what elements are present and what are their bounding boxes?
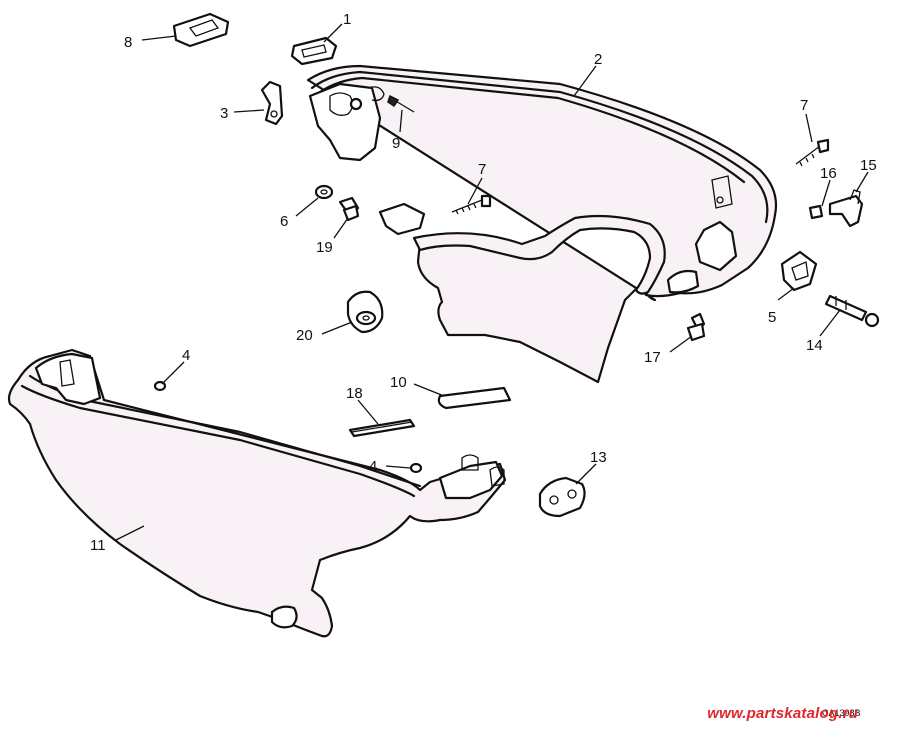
callout-19: 19 xyxy=(316,239,333,256)
leader-20 xyxy=(321,321,353,335)
callout-14: 14 xyxy=(806,337,823,354)
part-5-bracket xyxy=(780,250,818,292)
part-10-rod xyxy=(437,386,512,410)
part-7-screw-center xyxy=(451,194,492,215)
part-3-hook xyxy=(260,80,284,126)
callout-7a: 7 xyxy=(478,161,486,178)
callout-4a: 4 xyxy=(182,347,190,364)
leader-17 xyxy=(669,335,693,353)
leader-lines xyxy=(115,23,869,541)
leader-2 xyxy=(573,65,597,97)
leader-18 xyxy=(357,399,379,425)
callout-1: 1 xyxy=(343,11,351,28)
leader-8 xyxy=(141,35,177,41)
callout-20: 20 xyxy=(296,327,313,344)
callout-17: 17 xyxy=(644,349,661,366)
callout-15: 15 xyxy=(860,157,877,174)
leader-6 xyxy=(295,197,319,217)
part-bracket-block xyxy=(378,202,426,236)
part-15-latch xyxy=(828,189,864,228)
leader-5 xyxy=(777,287,795,301)
part-2-upper-cover xyxy=(306,64,778,384)
callout-5: 5 xyxy=(768,309,776,326)
leader-1 xyxy=(323,23,343,43)
callout-9: 9 xyxy=(392,135,400,152)
part-14-pin xyxy=(824,294,880,328)
callout-10: 10 xyxy=(390,374,407,391)
leader-13 xyxy=(575,463,597,485)
callout-6: 6 xyxy=(280,213,288,230)
callout-11: 11 xyxy=(90,537,106,554)
leader-14 xyxy=(819,309,841,337)
part-11-lower-cover xyxy=(7,348,507,638)
leader-10 xyxy=(413,383,445,397)
callout-18: 18 xyxy=(346,385,363,402)
figure-code: CA1398B xyxy=(822,708,861,718)
part-4-nut-lower xyxy=(409,462,423,474)
part-20-grommet xyxy=(346,290,384,334)
part-6-washer xyxy=(314,184,334,200)
part-1-latch-block xyxy=(290,36,338,66)
leader-9 xyxy=(399,109,403,133)
part-8-latch-handle xyxy=(172,12,230,48)
watermark-text: www.partskatalog.ru xyxy=(707,705,858,722)
leader-4b xyxy=(385,465,411,469)
part-16-nut xyxy=(808,204,824,220)
callout-3: 3 xyxy=(220,105,228,122)
leader-7b xyxy=(805,113,813,143)
part-17-bolt xyxy=(686,312,706,342)
leader-3 xyxy=(233,109,265,113)
callout-2: 2 xyxy=(594,51,602,68)
leader-16 xyxy=(821,179,831,207)
part-9-screw xyxy=(387,94,415,113)
callout-7b: 7 xyxy=(800,97,808,114)
leader-11 xyxy=(115,525,145,541)
part-18-strip xyxy=(348,418,416,438)
callout-13: 13 xyxy=(590,449,607,466)
callout-16: 16 xyxy=(820,165,837,182)
part-13-grommet xyxy=(538,476,586,518)
callout-4b: 4 xyxy=(369,458,377,475)
leader-7a xyxy=(467,177,483,205)
part-7-screw-right xyxy=(795,138,830,167)
leader-4a xyxy=(161,361,185,385)
leader-19 xyxy=(333,217,349,239)
callout-8: 8 xyxy=(124,34,132,51)
callouts: 1 2 3 4 4 5 6 7 7 8 9 10 11 13 14 15 16 … xyxy=(90,11,877,554)
leader-15 xyxy=(855,171,869,193)
part-19-stud xyxy=(338,196,360,222)
